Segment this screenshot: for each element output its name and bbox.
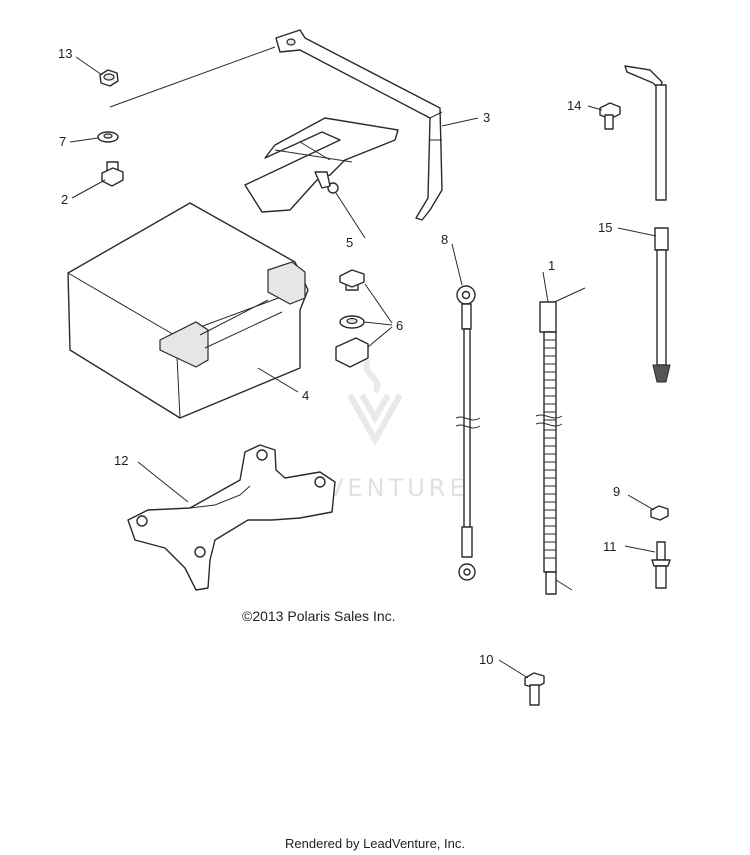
- stud-11: [651, 541, 671, 589]
- nut-13: [99, 69, 119, 87]
- hardware-set-6: [335, 269, 393, 368]
- callout-11: 11: [603, 539, 617, 554]
- callout-2: 2: [61, 192, 68, 207]
- callout-3: 3: [483, 110, 490, 125]
- copyright-notice: ©2013 Polaris Sales Inc.: [242, 608, 396, 624]
- flange-bolt-14: [599, 102, 621, 130]
- callout-labels: 1 2 3 4 5 6 7 8 9 10 11 12 13 14 15: [58, 46, 620, 667]
- washer-7: [97, 131, 119, 143]
- callout-10: 10: [479, 652, 493, 667]
- callout-7: 7: [59, 134, 66, 149]
- nut-9: [650, 505, 669, 521]
- bolt-10: [524, 672, 545, 706]
- callout-15: 15: [598, 220, 612, 235]
- callout-6: 6: [396, 318, 403, 333]
- bolt-2: [101, 161, 124, 187]
- vent-fitting-15: [652, 227, 671, 383]
- rendered-by-footer: Rendered by LeadVenture, Inc.: [285, 836, 465, 851]
- battery-4: [67, 202, 309, 419]
- callout-8: 8: [441, 232, 448, 247]
- ground-cable-8: [455, 285, 481, 581]
- harness-1: [535, 287, 586, 595]
- callout-5: 5: [346, 235, 353, 250]
- battery-base-12: [127, 444, 336, 591]
- battery-pad-5: [244, 117, 399, 213]
- callout-4: 4: [302, 388, 309, 403]
- callout-13: 13: [58, 46, 72, 61]
- callout-9: 9: [613, 484, 620, 499]
- callout-14: 14: [567, 98, 581, 113]
- vent-tube: [624, 65, 667, 201]
- callout-12: 12: [114, 453, 128, 468]
- callout-leaders: [69, 56, 657, 679]
- hold-down-bracket-3: [109, 29, 443, 221]
- callout-1: 1: [548, 258, 555, 273]
